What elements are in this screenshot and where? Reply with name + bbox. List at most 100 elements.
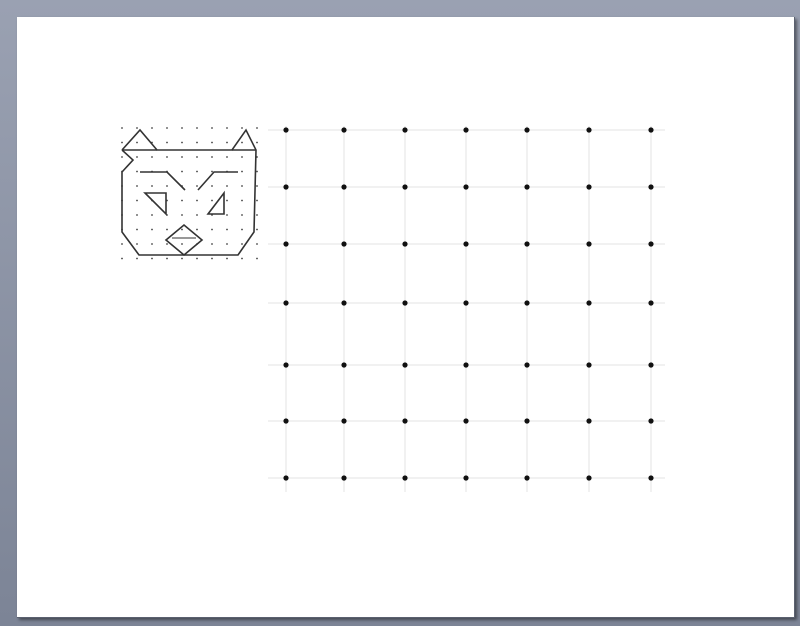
practice-grid-dot (283, 418, 288, 423)
example-grid-dot (256, 185, 258, 187)
example-grid-dot (226, 142, 228, 144)
practice-grid-dot (402, 127, 407, 132)
practice-grid (268, 126, 665, 492)
example-grid-dot (166, 243, 168, 245)
practice-grid-dot (341, 127, 346, 132)
practice-grid-dot (524, 475, 529, 480)
example-grid-dot (226, 127, 228, 129)
practice-grid-dot (463, 300, 468, 305)
example-grid-dot (256, 243, 258, 245)
example-grid-dot (211, 156, 213, 158)
example-grid-dot (196, 142, 198, 144)
practice-grid-dot (463, 475, 468, 480)
example-grid-dot (256, 258, 258, 260)
example-grid-dot (241, 127, 243, 129)
example-grid-dot (241, 142, 243, 144)
example-grid-dot (136, 258, 138, 260)
example-grid-dot (151, 127, 153, 129)
practice-grid-dot (524, 127, 529, 132)
example-grid-dot (121, 258, 123, 260)
example-grid-dot (136, 243, 138, 245)
example-grid-dot (181, 171, 183, 173)
example-grid-dot (166, 185, 168, 187)
practice-grid-dot (283, 362, 288, 367)
example-grid-dot (196, 185, 198, 187)
practice-grid-dot (586, 241, 591, 246)
example-grid-dot (196, 214, 198, 216)
practice-grid-dot (524, 184, 529, 189)
example-grid-dot (196, 200, 198, 202)
practice-grid-dot (648, 241, 653, 246)
example-grid-dot (136, 229, 138, 231)
cat-head-outline (122, 130, 256, 255)
example-grid-dot (241, 171, 243, 173)
example-grid-dot (181, 229, 183, 231)
practice-grid-dot (524, 418, 529, 423)
example-grid-dot (181, 214, 183, 216)
right-eye (208, 193, 224, 214)
example-grid-dot (181, 156, 183, 158)
example-grid-dot (136, 156, 138, 158)
practice-grid-dot (283, 127, 288, 132)
example-grid-dot (241, 229, 243, 231)
example-grid-dot (196, 156, 198, 158)
practice-grid-dot (341, 300, 346, 305)
cat-face-outline (122, 130, 256, 255)
example-grid-dot (166, 258, 168, 260)
practice-grid-dot (648, 127, 653, 132)
example-grid-dot (136, 185, 138, 187)
practice-grid-dot (402, 300, 407, 305)
example-figure (121, 127, 258, 259)
example-grid-dot (211, 258, 213, 260)
example-grid-dot (211, 142, 213, 144)
practice-grid-dot (648, 300, 653, 305)
practice-grid-dot (341, 184, 346, 189)
example-grid-dot (181, 243, 183, 245)
cat-face-features (140, 172, 238, 255)
example-grid-dot (151, 243, 153, 245)
practice-grid-dot (648, 362, 653, 367)
practice-grid-lines (268, 126, 665, 492)
example-grid-dot (166, 156, 168, 158)
example-grid-dot (196, 171, 198, 173)
example-grid-dot (121, 243, 123, 245)
practice-grid-dot (586, 418, 591, 423)
practice-grid-dot (402, 475, 407, 480)
example-grid-dot (241, 185, 243, 187)
practice-grid-dot (283, 300, 288, 305)
practice-grid-dot (283, 241, 288, 246)
example-grid-dot (226, 214, 228, 216)
practice-grid-dot (586, 184, 591, 189)
practice-grid-dot (586, 127, 591, 132)
example-grid-dots (121, 127, 258, 259)
practice-grid-dot (648, 418, 653, 423)
example-grid-dot (121, 156, 123, 158)
example-grid-dot (136, 214, 138, 216)
example-grid-dot (256, 200, 258, 202)
example-grid-dot (151, 229, 153, 231)
example-grid-dot (226, 258, 228, 260)
example-grid-dot (256, 171, 258, 173)
practice-grid-dot (341, 241, 346, 246)
practice-grid-dot (402, 362, 407, 367)
example-grid-dot (226, 185, 228, 187)
practice-grid-dot (524, 300, 529, 305)
example-grid-dot (256, 127, 258, 129)
example-grid-dot (181, 258, 183, 260)
example-grid-dot (136, 127, 138, 129)
practice-grid-dot (463, 418, 468, 423)
example-grid-dot (136, 200, 138, 202)
example-grid-dot (181, 200, 183, 202)
example-grid-dot (211, 243, 213, 245)
example-grid-dot (121, 142, 123, 144)
example-grid-dot (196, 229, 198, 231)
example-grid-dot (241, 200, 243, 202)
left-brow (140, 172, 185, 190)
practice-grid-dot (463, 184, 468, 189)
practice-grid-dot (463, 127, 468, 132)
practice-grid-dot (463, 241, 468, 246)
example-grid-dot (226, 156, 228, 158)
example-grid-dot (151, 258, 153, 260)
example-grid-dot (241, 243, 243, 245)
right-brow (198, 172, 238, 190)
